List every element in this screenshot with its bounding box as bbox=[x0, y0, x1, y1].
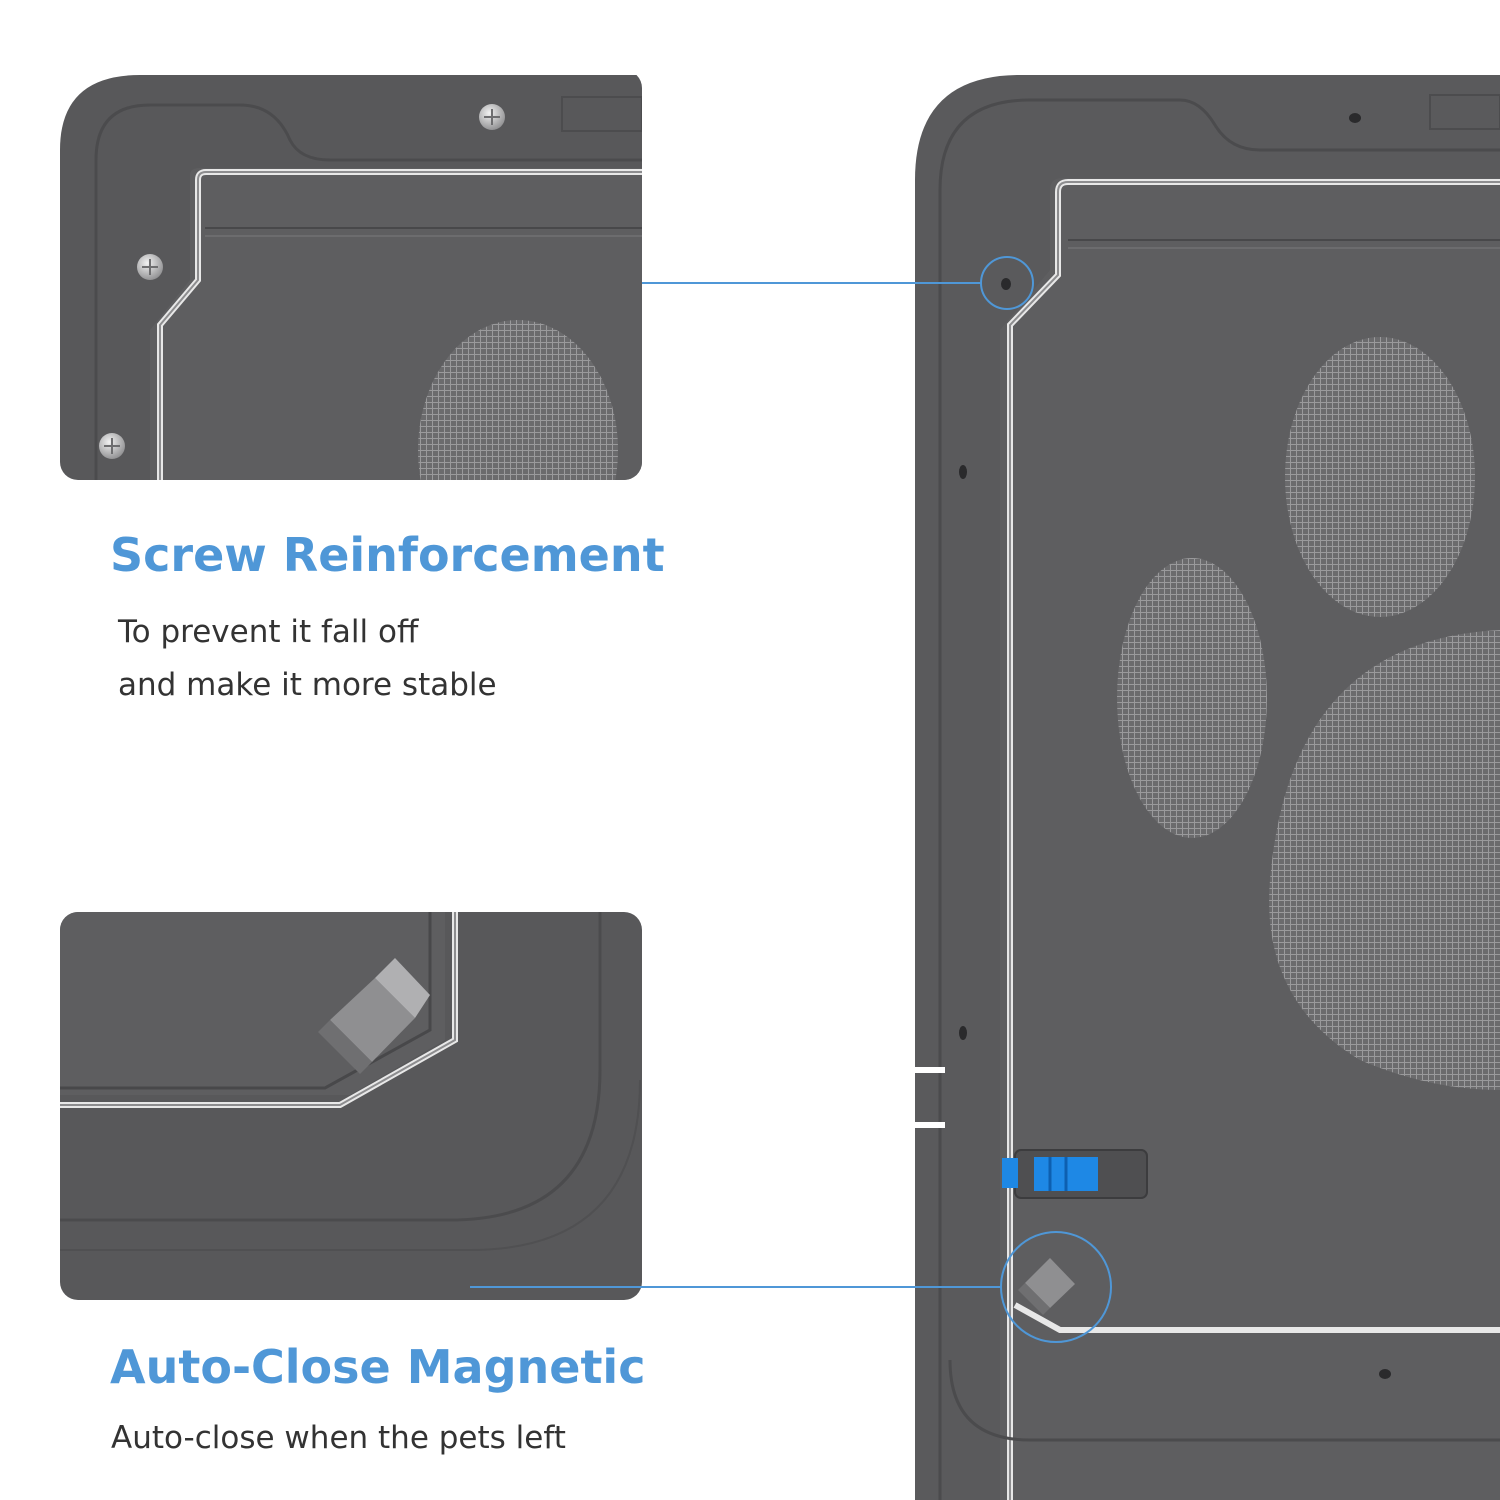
magnet-icon bbox=[318, 958, 430, 1074]
magnet-icon bbox=[1018, 1258, 1075, 1315]
auto-close-magnetic-description: Auto-close when the pets left bbox=[111, 1412, 566, 1465]
magnet-callout bbox=[470, 1231, 1112, 1343]
screw-zoom-panel bbox=[60, 75, 642, 480]
screw-icon bbox=[137, 254, 163, 280]
auto-close-magnetic-title: Auto-Close Magnetic bbox=[110, 1340, 646, 1394]
screw-callout bbox=[642, 256, 1034, 310]
pet-door-frame bbox=[915, 75, 1500, 1500]
description-line: To prevent it fall off bbox=[118, 614, 419, 650]
screw-reinforcement-title: Screw Reinforcement bbox=[110, 528, 665, 582]
latch-icon bbox=[1002, 1149, 1148, 1199]
paw-icon bbox=[1117, 337, 1500, 1090]
description-line: and make it more stable bbox=[118, 667, 497, 703]
description-line: Auto-close when the pets left bbox=[111, 1420, 566, 1456]
screw-reinforcement-description: To prevent it fall off and make it more … bbox=[118, 606, 497, 712]
screw-icon bbox=[479, 104, 505, 130]
screw-icon bbox=[99, 433, 125, 459]
magnet-zoom-panel bbox=[60, 912, 642, 1300]
